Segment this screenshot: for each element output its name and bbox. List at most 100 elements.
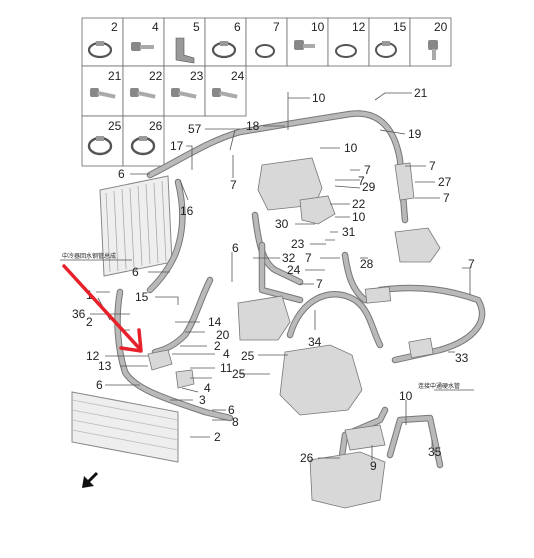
radiator <box>99 175 173 277</box>
callout-label: 10 <box>352 210 366 224</box>
components <box>147 157 441 509</box>
bolt-icon <box>171 88 197 99</box>
grid-number: 2 <box>111 20 118 34</box>
clamp-icon <box>375 41 397 58</box>
grid-number: 24 <box>231 69 245 83</box>
callout-label: 7 <box>364 163 371 177</box>
grid-number: 4 <box>152 20 159 34</box>
callout-label: 11 <box>220 361 233 375</box>
grid-number: 7 <box>273 20 280 34</box>
grid-cell <box>163 17 206 67</box>
red-arrow-icon <box>62 264 143 353</box>
callout-label: 10 <box>399 389 413 403</box>
callouts: 10 21 57 18 19 17 10 6 7 16 7 7 29 7 27 … <box>72 86 475 473</box>
hard-pipe-label: 连接中通硬水管 <box>418 382 460 390</box>
callout-label: 7 <box>429 159 436 173</box>
callout-label: 4 <box>223 347 230 361</box>
callout-label: 36 <box>72 307 86 321</box>
clamp-icon <box>87 136 113 156</box>
clamp-icon <box>87 41 113 59</box>
grid-cell <box>81 65 124 117</box>
callout-label: 16 <box>180 204 194 218</box>
grid-number: 21 <box>108 69 122 83</box>
callout-label: 22 <box>352 197 366 211</box>
callout-label: 33 <box>455 351 469 365</box>
intercooler-pipe-label: 中冷器回水钢管总成 <box>62 252 116 260</box>
callout-label: 6 <box>228 403 235 417</box>
callout-label: 4 <box>204 381 211 395</box>
callout-label: 27 <box>438 175 452 189</box>
bracket-icon <box>175 37 195 64</box>
callout-label: 24 <box>287 263 301 277</box>
callout-label: 7 <box>305 251 312 265</box>
callout-label: 29 <box>362 180 376 194</box>
callout-label: 6 <box>118 167 125 181</box>
black-arrow-icon <box>82 471 99 488</box>
callout-label: 32 <box>282 251 296 265</box>
bolt-icon <box>90 88 116 99</box>
callout-label: 34 <box>308 335 322 349</box>
callout-label: 13 <box>98 359 112 373</box>
grid-cell <box>122 115 165 167</box>
callout-label: 2 <box>214 430 221 444</box>
bolt-icon <box>130 88 156 99</box>
grid-cell <box>81 115 124 167</box>
grid-number: 5 <box>193 20 200 34</box>
callout-label: 19 <box>408 127 422 141</box>
grid-cell <box>286 17 329 67</box>
callout-label: 25 <box>232 367 246 381</box>
intercooler <box>71 391 179 463</box>
grid-number: 23 <box>190 69 204 83</box>
grid-cell <box>204 65 247 117</box>
grid-cell <box>245 17 288 67</box>
callout-label: 57 <box>188 122 202 136</box>
callout-label: 7 <box>316 277 323 291</box>
callout-label: 10 <box>344 141 358 155</box>
callout-label: 20 <box>216 328 230 342</box>
callout-label: 8 <box>232 415 239 429</box>
callout-label: 9 <box>370 459 377 473</box>
clamp-icon <box>130 136 156 156</box>
callout-label: 14 <box>208 315 222 329</box>
callout-label: 2 <box>86 315 93 329</box>
grid-cell <box>122 17 165 67</box>
callout-label: 6 <box>132 265 139 279</box>
callout-label: 7 <box>443 191 450 205</box>
bolt-icon <box>212 88 238 99</box>
grid-number: 25 <box>108 119 122 133</box>
callout-label: 3 <box>199 393 206 407</box>
callout-label: 6 <box>96 378 103 392</box>
callout-label: 31 <box>342 225 356 239</box>
bolt-icon <box>428 40 438 60</box>
grid-cell <box>327 17 370 67</box>
callout-label: 10 <box>312 91 326 105</box>
parts-grid: 2 4 5 6 7 10 12 15 20 21 22 23 24 25 26 <box>81 17 452 167</box>
grid-number: 12 <box>352 20 366 34</box>
bolt-icon <box>131 42 154 51</box>
callout-label: 23 <box>291 237 305 251</box>
callout-label: 25 <box>241 349 255 363</box>
grid-number: 22 <box>149 69 163 83</box>
callout-label: 12 <box>86 349 100 363</box>
grid-cell <box>163 65 206 117</box>
callout-label: 7 <box>230 178 237 192</box>
callout-label: 26 <box>300 451 314 465</box>
callout-label: 21 <box>414 86 428 100</box>
callout-label: 30 <box>275 217 289 231</box>
grid-number: 20 <box>434 20 448 34</box>
callout-label: 7 <box>468 257 475 271</box>
bolt-icon <box>294 40 315 50</box>
grid-number: 10 <box>311 20 325 34</box>
grid-number: 15 <box>393 20 407 34</box>
callout-label: 35 <box>428 445 442 459</box>
clamp-icon <box>255 44 275 58</box>
callout-label: 7 <box>358 174 365 188</box>
clamp-icon <box>211 41 237 59</box>
callout-label: 17 <box>170 139 184 153</box>
callout-label: 18 <box>246 119 260 133</box>
callout-label: 6 <box>232 241 239 255</box>
callout-label: 15 <box>135 290 149 304</box>
grid-cell <box>368 17 411 67</box>
grid-number: 26 <box>149 119 163 133</box>
